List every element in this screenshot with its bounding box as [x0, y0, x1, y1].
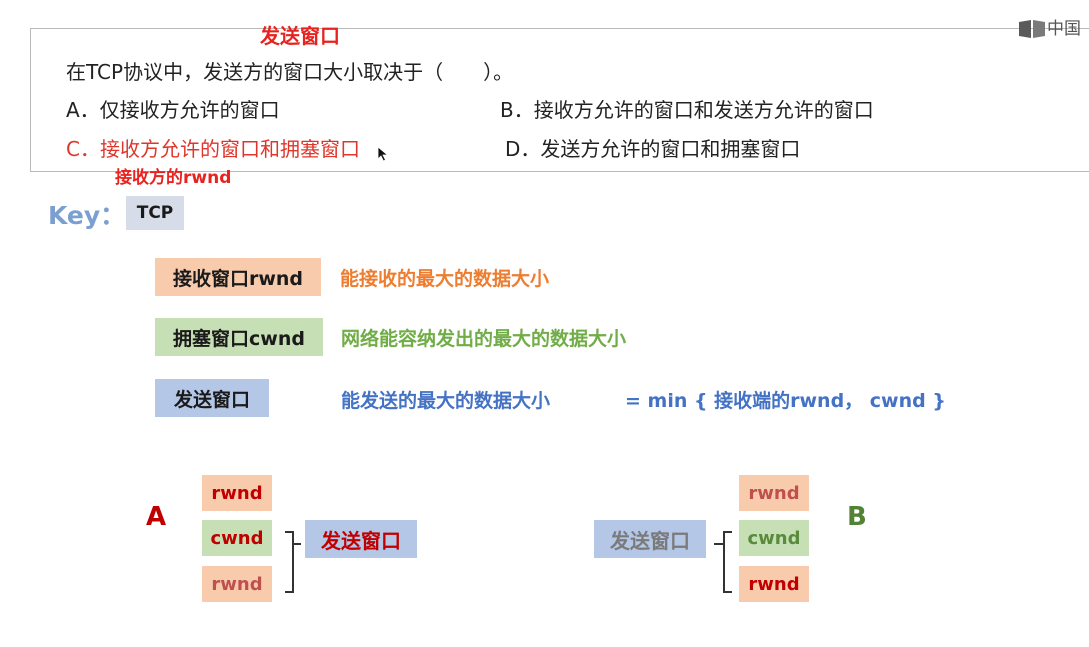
a-box-cwnd: cwnd — [202, 520, 272, 556]
send-window-formula: = min { 接收端的rwnd， cwnd } — [625, 390, 946, 412]
term-receive-window: 接收窗口rwnd — [155, 258, 321, 296]
host-a-label: A — [146, 502, 167, 532]
key-label: Key： — [48, 201, 126, 230]
desc-congestion-window: 网络能容纳发出的最大的数据大小 — [341, 328, 627, 350]
option-b[interactable]: B．接收方允许的窗口和发送方允许的窗口 — [500, 98, 874, 122]
a-send-window: 发送窗口 — [305, 520, 417, 558]
book-logo-icon — [1019, 20, 1045, 38]
b-send-window: 发送窗口 — [594, 520, 706, 558]
a-right-bracket — [285, 531, 301, 593]
tcp-tag: TCP — [126, 196, 184, 230]
question-stem: 在TCP协议中，发送方的窗口大小取决于（ ）。 — [66, 60, 514, 84]
option-d[interactable]: D．发送方允许的窗口和拥塞窗口 — [505, 137, 801, 161]
b-box-cwnd: cwnd — [739, 520, 809, 556]
b-left-bracket — [714, 531, 732, 593]
term-congestion-window: 拥塞窗口cwnd — [155, 318, 323, 356]
b-box-rwnd-2: rwnd — [739, 566, 809, 602]
option-c-selected[interactable]: C．接收方允许的窗口和拥塞窗口 — [66, 137, 360, 161]
option-a[interactable]: A．仅接收方允许的窗口 — [66, 98, 280, 122]
desc-receive-window: 能接收的最大的数据大小 — [340, 268, 550, 290]
a-box-rwnd-1: rwnd — [202, 475, 272, 511]
desc-send-window: 能发送的最大的数据大小 — [341, 390, 551, 412]
term-send-window: 发送窗口 — [155, 379, 269, 417]
site-logo: 中国 — [1017, 14, 1081, 40]
annotation-send-window: 发送窗口 — [260, 24, 340, 48]
a-box-rwnd-2: rwnd — [202, 566, 272, 602]
host-b-label: B — [847, 502, 867, 532]
logo-text: 中国 — [1047, 19, 1081, 39]
question-box — [30, 28, 1089, 172]
b-box-rwnd-1: rwnd — [739, 475, 809, 511]
mouse-cursor-icon — [377, 146, 389, 162]
annotation-receiver-rwnd: 接收方的rwnd — [115, 168, 232, 188]
